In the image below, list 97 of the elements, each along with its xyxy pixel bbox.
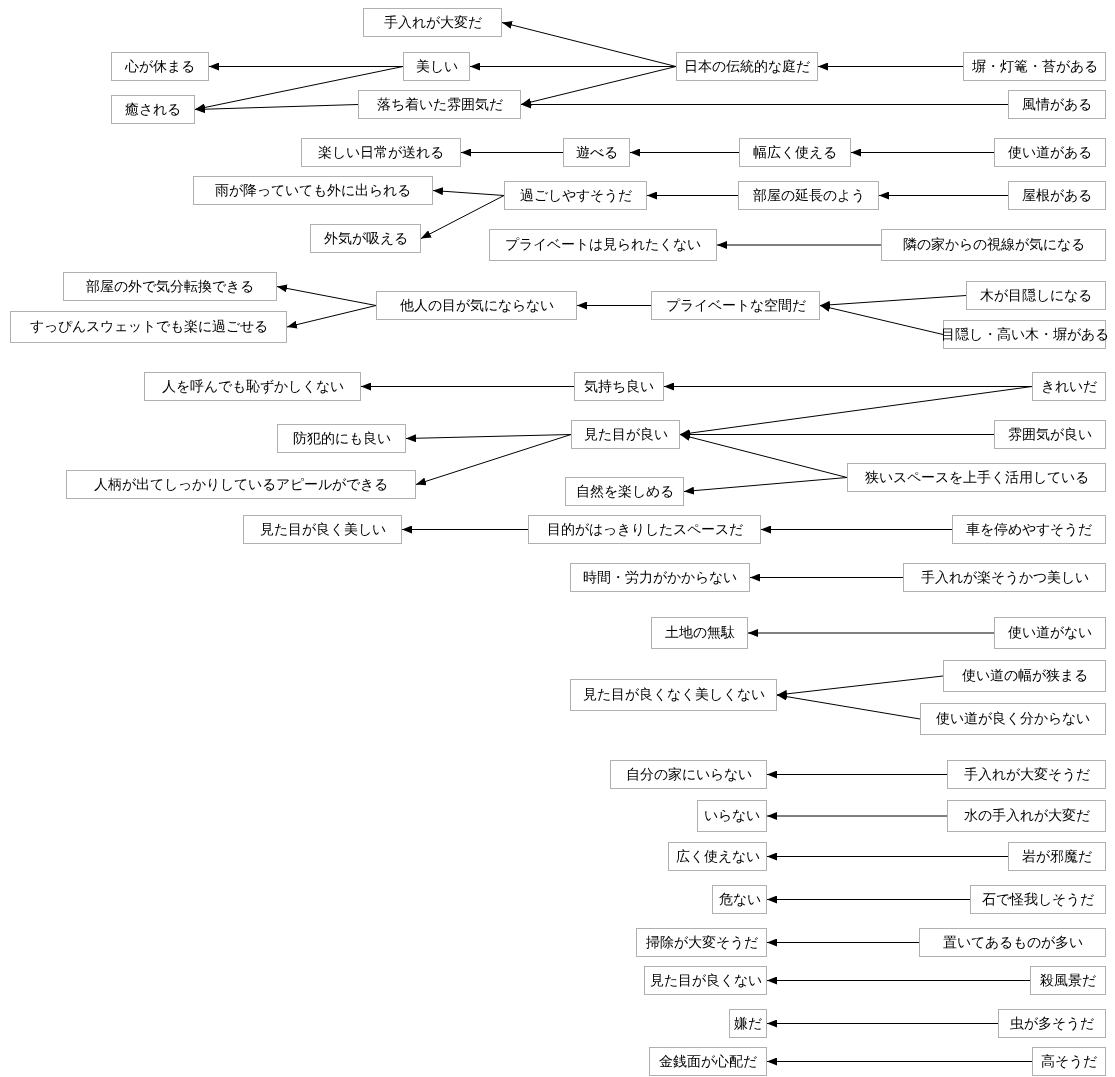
concept-box: 癒される [111,95,195,124]
concept-box: 危ない [712,885,767,914]
arrow [405,434,572,443]
arrow [819,303,944,335]
concept-box: 手入れが大変だ [363,8,502,37]
arrow [747,629,995,637]
concept-box: 過ごしやすそうだ [504,181,647,210]
concept-box: 楽しい日常が送れる [301,138,461,167]
arrow [766,938,920,947]
concept-box: 見た目が良い [571,420,680,449]
concept-box: プライベートは見られたくない [489,229,717,261]
concept-box: 塀・灯篭・苔がある [963,52,1106,81]
concept-box: 雰囲気が良い [994,420,1106,449]
concept-box: 置いてあるものが多い [919,928,1106,957]
concept-box: 日本の伝統的な庭だ [676,52,818,81]
concept-box: 手入れが大変そうだ [947,760,1106,789]
concept-box: 使い道がない [994,617,1106,649]
concept-box: 広く使えない [668,842,767,871]
arrow [276,284,377,306]
arrow [576,301,652,310]
arrow [749,573,904,582]
arrow [766,852,1009,861]
concept-box: 狭いスペースを上手く活用している [847,463,1106,492]
concept-box: 部屋の外で気分転換できる [63,272,277,301]
arrow [683,477,848,495]
concept-box: 使い道が良く分からない [920,703,1106,735]
concept-box: 見た目が良くなく美しくない [570,679,777,711]
concept-box: いらない [697,800,767,832]
concept-box: 水の手入れが大変だ [947,800,1106,832]
concept-box: 高そうだ [1032,1047,1106,1076]
concept-box: 風情がある [1008,90,1106,119]
concept-box: 部屋の延長のよう [738,181,879,210]
arrow [776,675,944,698]
concept-box: 外気が吸える [310,224,421,253]
concept-box: 自然を楽しめる [565,477,684,506]
concept-box: 目的がはっきりしたスペースだ [528,515,761,544]
concept-box: 他人の目が気にならない [376,291,577,320]
concept-box: 落ち着いた雰囲気だ [358,90,521,119]
concept-box: 美しい [403,52,470,81]
arrow [360,382,575,391]
concept-box: 手入れが楽そうかつ美しい [903,563,1106,592]
concept-box: 使い道の幅が狭まる [943,660,1106,692]
concept-box: 心が休まる [111,52,209,81]
concept-box: 人を呼んでも恥ずかしくない [144,372,361,401]
arrow [776,692,921,720]
arrow [420,195,505,239]
arrow [194,104,359,114]
concept-box: 土地の無駄 [651,617,748,649]
arrow [286,305,377,329]
arrow [432,187,505,196]
concept-box: 石で怪我しそうだ [970,885,1106,914]
concept-box: 岩が邪魔だ [1008,842,1106,871]
concept-box: 金銭面が心配だ [649,1047,767,1076]
concept-box: 気持ち良い [574,372,664,401]
concept-box: 隣の家からの視線が気になる [881,229,1106,261]
concept-box: 殺風景だ [1030,966,1106,995]
arrow [760,525,953,534]
concept-box: 遊べる [563,138,630,167]
arrow [501,21,677,67]
concept-box: 車を停めやすそうだ [952,515,1106,544]
concept-box: 掃除が大変そうだ [636,928,767,957]
arrow [878,191,1009,200]
arrow [415,434,572,486]
arrow [766,976,1031,985]
concept-box: 自分の家にいらない [610,760,767,789]
arrow [520,66,677,106]
concept-box: 時間・労力がかからない [570,563,750,592]
concept-box: 見た目が良くない [644,966,767,995]
arrow [401,525,529,534]
concept-box: 使い道がある [994,138,1106,167]
concept-box: 幅広く使える [739,138,851,167]
concept-box: 虫が多そうだ [998,1009,1106,1038]
concept-box: 屋根がある [1008,181,1106,210]
arrow [520,100,1009,109]
arrow [817,62,964,71]
arrow [460,148,564,157]
concept-box: きれいだ [1032,372,1106,401]
arrow [716,241,882,249]
concept-box: 雨が降っていても外に出られる [193,176,433,205]
arrow [766,770,948,779]
concept-box: 目隠し・高い木・塀がある [943,320,1106,349]
arrow [469,62,677,71]
arrow [850,148,995,157]
arrow [646,191,739,200]
concept-box: 防犯的にも良い [277,424,406,453]
concept-box: 嫌だ [729,1009,767,1038]
concept-box: プライベートな空間だ [651,291,820,320]
arrow [766,1057,1033,1066]
arrow [766,1019,999,1028]
arrow [766,895,971,904]
concept-box: 見た目が良く美しい [243,515,402,544]
concept-box: 木が目隠しになる [966,281,1106,310]
arrow [629,148,740,157]
concept-box: 人柄が出てしっかりしているアピールができる [66,470,416,499]
arrow [679,433,848,478]
concept-box: すっぴんスウェットでも楽に過ごせる [10,311,287,343]
arrow [766,812,948,820]
